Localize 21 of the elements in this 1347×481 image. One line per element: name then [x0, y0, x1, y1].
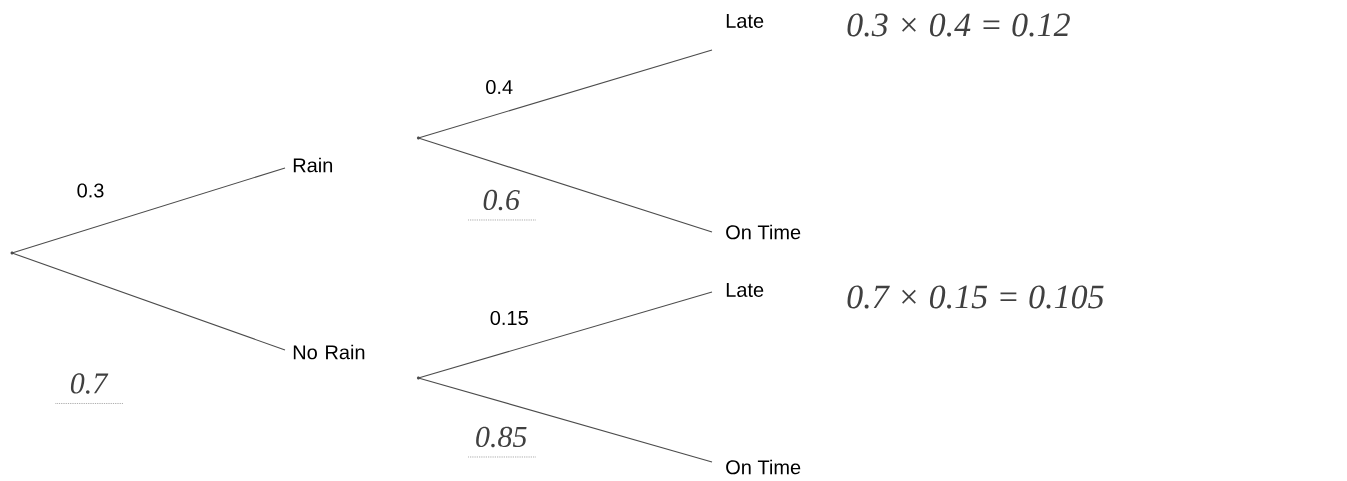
outcome-label: Late — [726, 14, 764, 28]
outcome-label: Rain — [293, 157, 333, 173]
handwritten-calculation: 0.7 × 0.15 = 0.105 — [847, 285, 1104, 309]
branch-line — [417, 137, 713, 233]
outcome-label: No Rain — [293, 344, 365, 360]
handwritten-calculation: 0.3 × 0.4 = 0.12 — [847, 13, 1070, 37]
outcome-label: Late — [726, 283, 764, 297]
outcome-label: On Time — [726, 224, 801, 240]
handwritten-probability: 0.85 — [476, 426, 527, 448]
edge-label: 0.15 — [490, 310, 528, 326]
branch-line — [11, 252, 286, 351]
branch-line — [417, 291, 713, 379]
handwritten-probability: 0.6 — [483, 189, 520, 211]
branch-point — [10, 251, 14, 255]
edge-label: 0.4 — [486, 79, 513, 95]
branch-line — [11, 167, 286, 254]
handwritten-probability: 0.7 — [70, 373, 109, 394]
branch-line — [417, 377, 713, 463]
edge-label: 0.3 — [77, 183, 104, 198]
branch-line — [417, 49, 713, 139]
outcome-label: On Time — [726, 459, 801, 475]
